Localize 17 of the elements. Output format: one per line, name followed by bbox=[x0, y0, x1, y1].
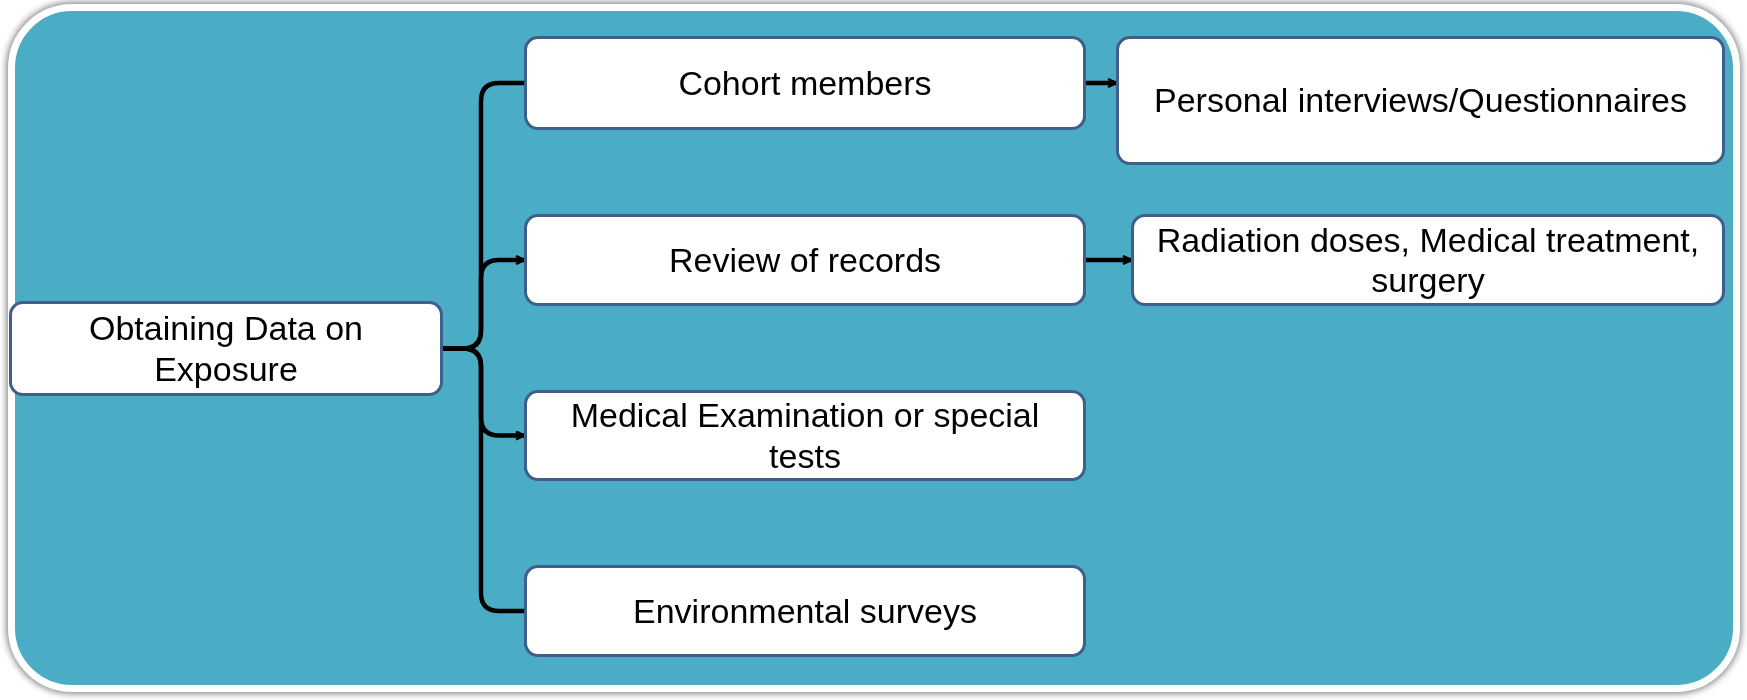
box-label: Cohort members bbox=[678, 62, 932, 104]
box-label: Review of records bbox=[668, 239, 942, 281]
box-label: Environmental surveys bbox=[633, 590, 977, 632]
box-label: Personal interviews/Questionnaires bbox=[1154, 80, 1687, 121]
box-label: Obtaining Data on Exposure bbox=[87, 308, 365, 389]
process-box bbox=[524, 390, 1086, 481]
process-box bbox=[9, 301, 443, 396]
arrow bbox=[1086, 77, 1118, 89]
process-box bbox=[1131, 214, 1725, 306]
arrow bbox=[1086, 254, 1133, 266]
box-label: Radiation doses, Medical treatment, surgery bbox=[1155, 219, 1701, 301]
process-box bbox=[524, 36, 1086, 130]
process-box bbox=[524, 565, 1086, 657]
process-box bbox=[524, 214, 1086, 306]
process-box bbox=[1116, 36, 1725, 165]
connector-line bbox=[443, 346, 524, 614]
box-label: Medical Examination or special tests bbox=[569, 395, 1041, 476]
